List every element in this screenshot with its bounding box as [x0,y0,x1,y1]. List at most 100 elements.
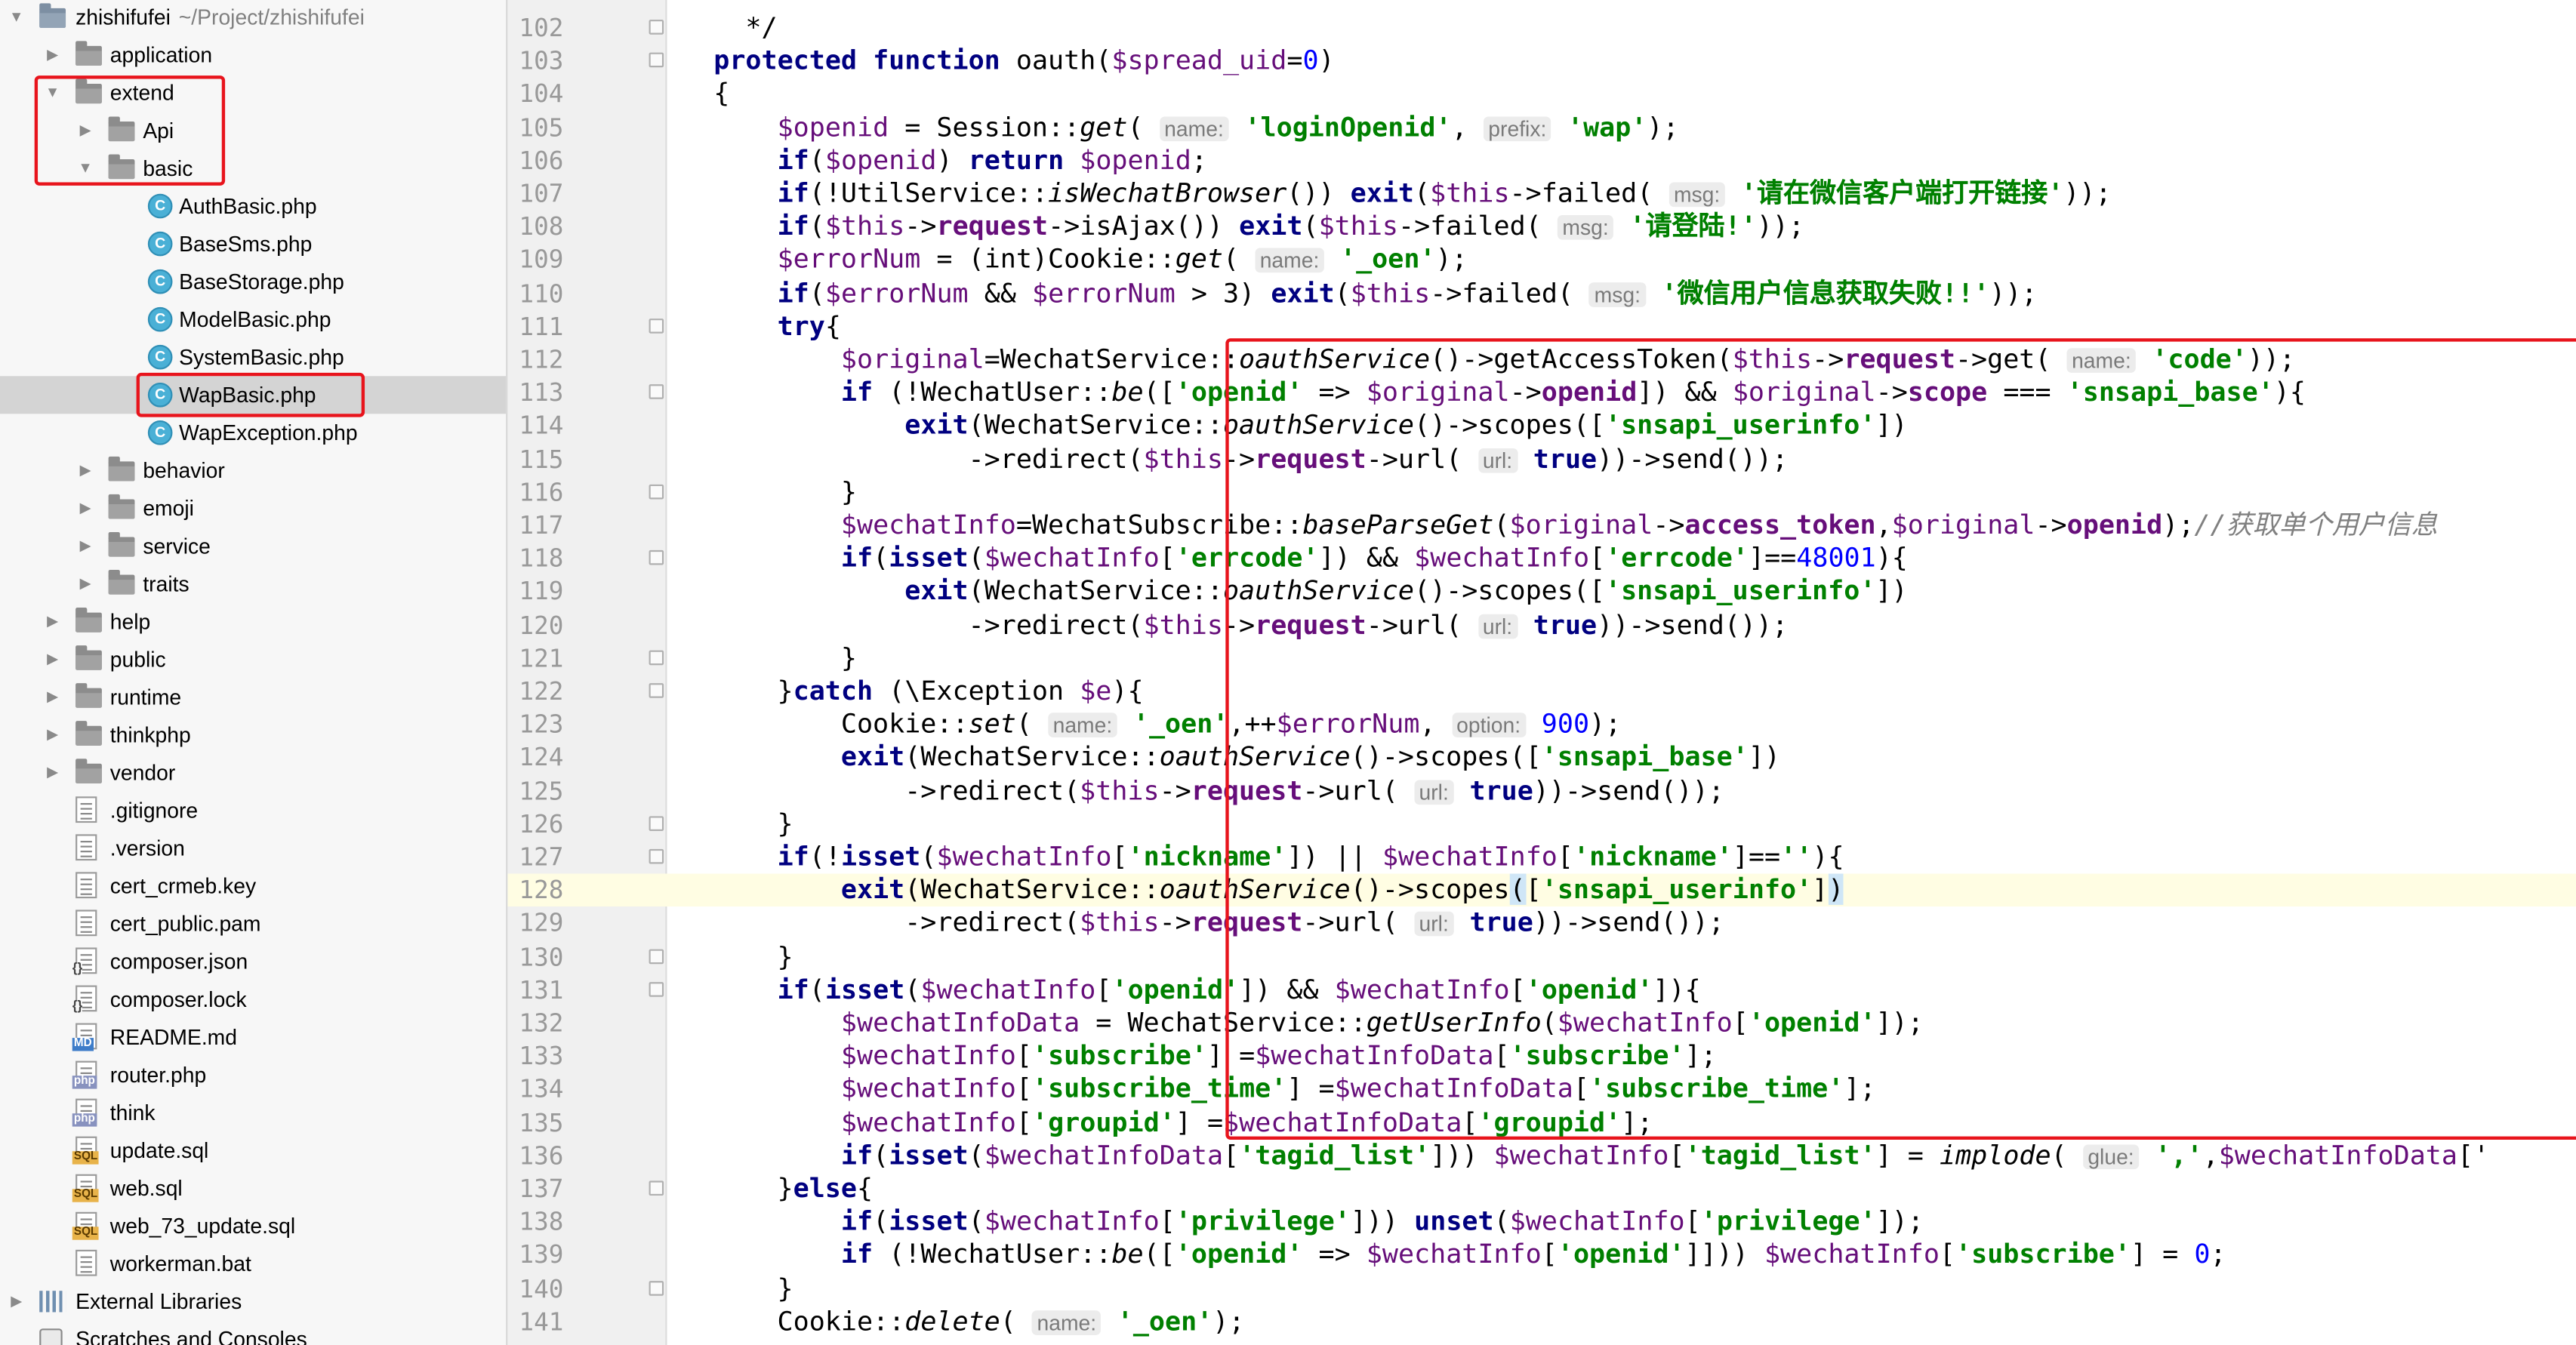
code-editor[interactable]: 102 */103 protected function oauth($spre… [507,0,2576,1345]
chevron-down-icon[interactable]: ▼ [78,159,93,176]
tree-item-update-sql[interactable]: update.sql [0,1131,506,1169]
fold-marker-icon[interactable] [649,981,664,997]
tree-item-version[interactable]: .version [0,829,506,867]
code-line[interactable]: 107 if(!UtilService::isWechatBrowser()) … [507,177,2576,211]
tree-item-emoji[interactable]: ▶emoji [0,489,506,527]
tree-item-readme-md[interactable]: README.md [0,1018,506,1056]
tree-item-traits[interactable]: ▶traits [0,565,506,602]
code-line[interactable]: 120 ->redirect($this->request->url( url:… [507,608,2576,642]
code-line[interactable]: 114 exit(WechatService::oauthService()->… [507,410,2576,443]
code-line[interactable]: 119 exit(WechatService::oauthService()->… [507,575,2576,608]
code-line[interactable]: 133 $wechatInfo['subscribe'] =$wechatInf… [507,1040,2576,1073]
code-line[interactable]: 103 protected function oauth($spread_uid… [507,45,2576,78]
fold-marker-icon[interactable] [649,484,664,500]
code-line[interactable]: 110 if($errorNum && $errorNum > 3) exit(… [507,277,2576,310]
tree-item-public[interactable]: ▶public [0,641,506,679]
chevron-right-icon[interactable]: ▶ [79,461,91,479]
code-line[interactable]: 121 } [507,642,2576,675]
fold-marker-icon[interactable] [649,650,664,665]
chevron-right-icon[interactable]: ▶ [47,650,59,667]
chevron-right-icon[interactable]: ▶ [79,122,91,138]
fold-marker-icon[interactable] [649,683,664,698]
tree-item-web-73-update-sql[interactable]: web_73_update.sql [0,1207,506,1245]
tree-item-workerman-bat[interactable]: workerman.bat [0,1245,506,1282]
code-line[interactable]: 108 if($this->request->isAjax()) exit($t… [507,211,2576,244]
tree-item-basic[interactable]: ▼basic [0,149,506,187]
chevron-right-icon[interactable]: ▶ [11,1292,23,1310]
chevron-right-icon[interactable]: ▶ [47,612,59,629]
tree-item-web-sql[interactable]: web.sql [0,1169,506,1207]
tree-item-help[interactable]: ▶help [0,603,506,641]
tree-item-runtime[interactable]: ▶runtime [0,679,506,716]
code-line[interactable]: 130 } [507,940,2576,974]
code-line[interactable]: 113 if (!WechatUser::be(['openid' => $or… [507,377,2576,410]
fold-marker-icon[interactable] [649,318,664,334]
tree-item-service[interactable]: ▶service [0,527,506,565]
code-line[interactable]: 111 try{ [507,310,2576,343]
project-tree-panel[interactable]: ▼zhishifufei~/Project/zhishifufei▶applic… [0,0,508,1345]
chevron-right-icon[interactable]: ▶ [79,537,91,554]
tree-item-scratches[interactable]: Scratches and Consoles [0,1320,506,1345]
code-line[interactable]: 117 $wechatInfo=WechatSubscribe::basePar… [507,509,2576,543]
code-line[interactable]: 109 $errorNum = (int)Cookie::get( name: … [507,244,2576,277]
fold-marker-icon[interactable] [649,848,664,864]
tree-item-behavior[interactable]: ▶behavior [0,451,506,489]
fold-marker-icon[interactable] [649,1280,664,1295]
code-line[interactable]: 136 if(isset($wechatInfoData['tagid_list… [507,1140,2576,1173]
code-line[interactable]: 125 ->redirect($this->request->url( url:… [507,774,2576,808]
code-line[interactable]: 139 if (!WechatUser::be(['openid' => $we… [507,1239,2576,1272]
chevron-right-icon[interactable]: ▶ [47,763,59,780]
chevron-right-icon[interactable]: ▶ [79,574,91,592]
code-line[interactable]: 131 if(isset($wechatInfo['openid']) && $… [507,974,2576,1007]
code-line[interactable]: 128 exit(WechatService::oauthService()->… [507,873,2576,907]
code-line[interactable]: 129 ->redirect($this->request->url( url:… [507,907,2576,940]
code-line[interactable]: 138 if(isset($wechatInfo['privilege'])) … [507,1205,2576,1239]
code-line[interactable]: 105 $openid = Session::get( name: 'login… [507,111,2576,144]
tree-root-row[interactable]: ▼zhishifufei~/Project/zhishifufei [0,0,506,36]
tree-item-api[interactable]: ▶Api [0,112,506,149]
code-line[interactable]: 124 exit(WechatService::oauthService()->… [507,741,2576,774]
chevron-right-icon[interactable]: ▶ [79,499,91,516]
tree-item-external-libraries[interactable]: ▶External Libraries [0,1282,506,1320]
code-line[interactable]: 141 Cookie::delete( name: '_oen'); [507,1305,2576,1338]
fold-marker-icon[interactable] [649,550,664,565]
fold-marker-icon[interactable] [649,948,664,964]
tree-item-vendor[interactable]: ▶vendor [0,754,506,792]
chevron-right-icon[interactable]: ▶ [47,725,59,743]
code-line[interactable]: 112 $original=WechatService::oauthServic… [507,343,2576,377]
code-line[interactable]: 134 $wechatInfo['subscribe_time'] =$wech… [507,1073,2576,1106]
tree-item-extend[interactable]: ▼extend [0,74,506,112]
tree-item-application[interactable]: ▶application [0,36,506,74]
tree-item-think[interactable]: think [0,1094,506,1131]
code-line[interactable]: 118 if(isset($wechatInfo['errcode']) && … [507,542,2576,575]
chevron-down-icon[interactable]: ▼ [45,83,60,100]
tree-item-composer-lock[interactable]: composer.lock [0,980,506,1018]
tree-item-cert-crmeb-key[interactable]: cert_crmeb.key [0,867,506,905]
code-line[interactable]: 126 } [507,808,2576,841]
code-line[interactable]: 102 */ [507,11,2576,45]
code-line[interactable]: 127 if(!isset($wechatInfo['nickname']) |… [507,841,2576,874]
code-line[interactable]: 106 if($openid) return $openid; [507,144,2576,177]
code-line[interactable]: 104 { [507,78,2576,111]
chevron-right-icon[interactable]: ▶ [47,688,59,705]
code-line[interactable]: 132 $wechatInfoData = WechatService::get… [507,1007,2576,1040]
code-line[interactable]: 140 } [507,1272,2576,1305]
code-line[interactable]: 115 ->redirect($this->request->url( url:… [507,443,2576,476]
tree-item-thinkphp[interactable]: ▶thinkphp [0,716,506,754]
fold-marker-icon[interactable] [649,20,664,35]
chevron-right-icon[interactable]: ▶ [47,45,59,63]
code-line[interactable]: 137 }else{ [507,1173,2576,1206]
tree-item-router-php[interactable]: router.php [0,1056,506,1094]
tree-item-composer-json[interactable]: composer.json [0,943,506,980]
code-line[interactable]: 122 }catch (\Exception $e){ [507,675,2576,708]
chevron-down-icon[interactable]: ▼ [9,8,24,25]
fold-marker-icon[interactable] [649,384,664,400]
fold-marker-icon[interactable] [649,1180,664,1196]
code-line[interactable]: 116 } [507,476,2576,509]
